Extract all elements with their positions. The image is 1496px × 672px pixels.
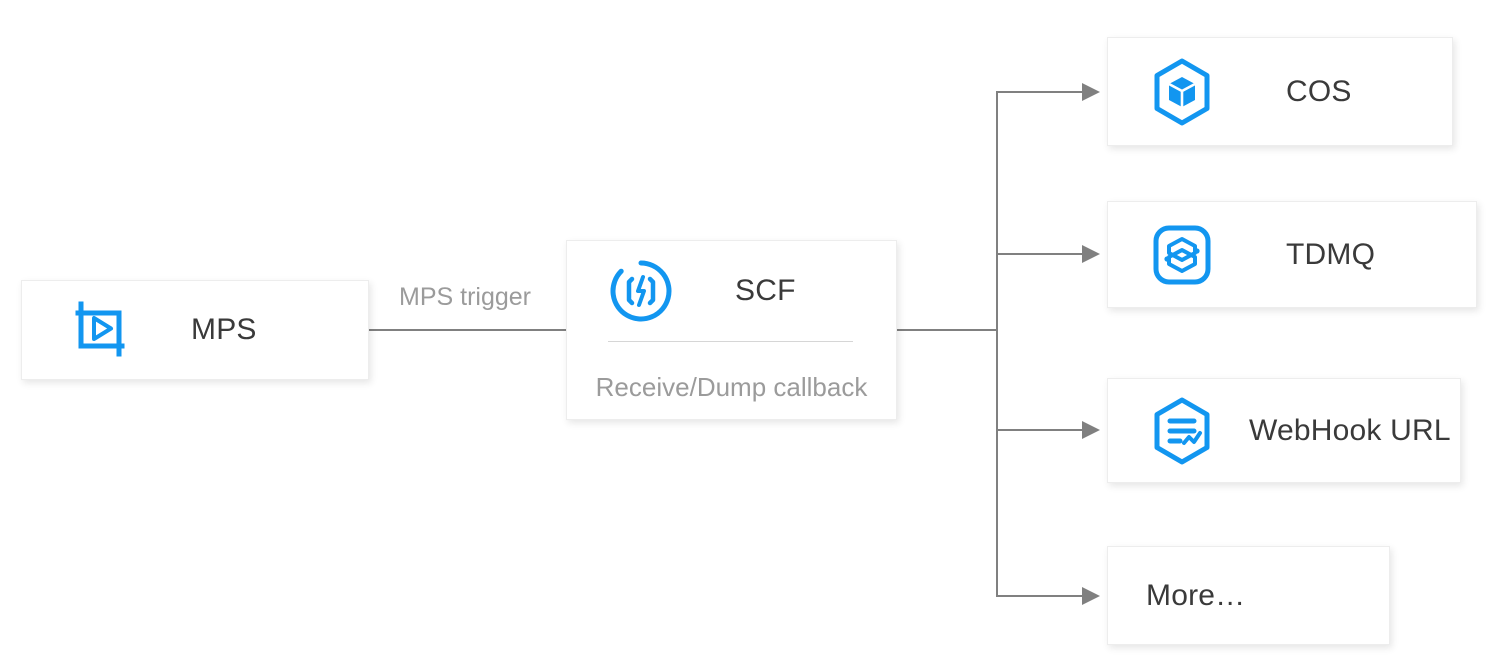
edge-branch-cos	[996, 91, 1086, 93]
node-scf-label: SCF	[735, 274, 796, 307]
edge-label-mps-trigger: MPS trigger	[399, 283, 531, 311]
edge-branch-tdmq	[996, 253, 1086, 255]
node-scf-subtitle: Receive/Dump callback	[595, 372, 868, 402]
node-cos-label: COS	[1286, 74, 1352, 108]
arrowhead-webhook-icon	[1082, 421, 1100, 439]
arrowhead-tdmq-icon	[1082, 245, 1100, 263]
node-tdmq[interactable]: TDMQ	[1107, 201, 1477, 308]
edge-scf-to-trunk	[896, 329, 997, 331]
node-webhook[interactable]: WebHook URL	[1107, 378, 1461, 483]
edge-branch-more	[996, 595, 1086, 597]
arrowhead-more-icon	[1082, 587, 1100, 605]
node-more-label: More…	[1146, 578, 1246, 612]
node-more[interactable]: More…	[1107, 546, 1390, 645]
node-scf-divider	[608, 341, 853, 342]
object-storage-cube-icon	[1150, 57, 1214, 127]
serverless-function-icon	[608, 258, 674, 324]
node-scf-header: SCF	[567, 241, 896, 341]
node-webhook-label: WebHook URL	[1249, 413, 1451, 447]
arrowhead-cos-icon	[1082, 83, 1100, 101]
node-mps-label: MPS	[191, 313, 257, 346]
node-tdmq-label: TDMQ	[1286, 237, 1376, 271]
node-cos[interactable]: COS	[1107, 37, 1453, 146]
node-scf[interactable]: SCF Receive/Dump callback	[566, 240, 897, 420]
edge-mps-to-scf	[369, 329, 567, 331]
edge-vertical-trunk	[996, 91, 998, 597]
message-queue-icon	[1150, 222, 1214, 288]
media-processing-icon	[69, 301, 131, 359]
webhook-document-icon	[1150, 396, 1214, 466]
edge-branch-webhook	[996, 429, 1086, 431]
node-mps[interactable]: MPS	[21, 280, 369, 380]
